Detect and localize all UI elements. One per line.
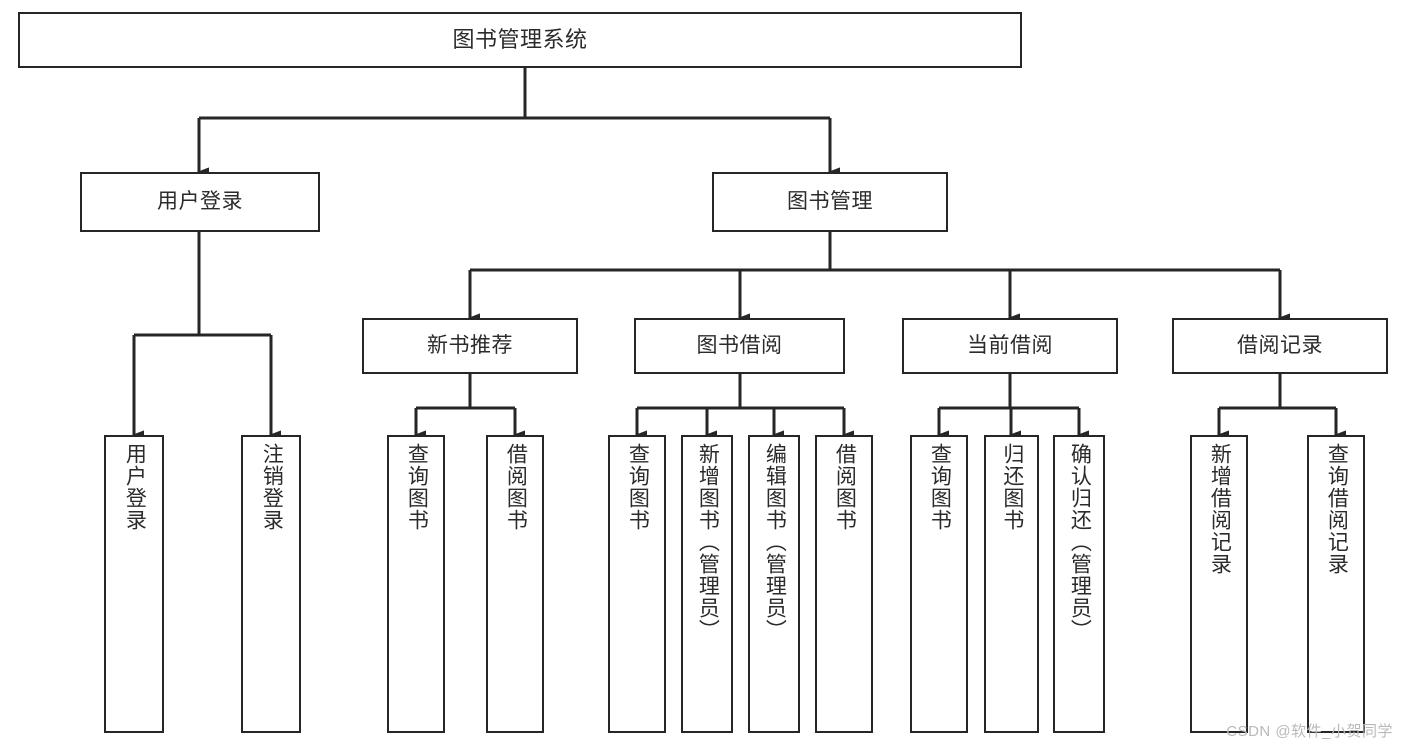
- leaf-node-6: 编辑图书（管理员）: [748, 435, 800, 733]
- node-label: 新书推荐: [427, 333, 513, 357]
- leaf-node-2: 查询图书: [387, 435, 445, 733]
- level3-node-0: 新书推荐: [362, 318, 578, 374]
- leaf-node-8: 查询图书: [910, 435, 968, 733]
- node-label: 查询图书: [626, 443, 650, 531]
- node-label: 借阅图书: [833, 443, 857, 531]
- node-label: 图书借阅: [696, 333, 783, 357]
- node-label: 用户登录: [123, 443, 147, 531]
- connector-lines: [132, 68, 1346, 440]
- leaf-node-3: 借阅图书: [486, 435, 544, 733]
- node-label: 编辑图书（管理员）: [763, 443, 787, 641]
- leaf-node-9: 归还图书: [984, 435, 1039, 733]
- node-label: 新增借阅记录: [1208, 443, 1232, 575]
- level3-node-3: 借阅记录: [1172, 318, 1388, 374]
- node-label: 确认归还（管理员）: [1068, 443, 1092, 641]
- node-label: 注销登录: [260, 443, 284, 531]
- leaf-node-11: 新增借阅记录: [1190, 435, 1248, 733]
- leaf-node-10: 确认归还（管理员）: [1053, 435, 1105, 733]
- leaf-node-1: 注销登录: [241, 435, 301, 733]
- node-label: 借阅记录: [1237, 333, 1323, 357]
- node-label: 用户登录: [157, 189, 243, 213]
- node-label: 图书管理: [787, 189, 873, 213]
- node-label: 查询图书: [928, 443, 952, 531]
- leaf-node-7: 借阅图书: [815, 435, 873, 733]
- leaf-node-0: 用户登录: [104, 435, 164, 733]
- level2-node-0: 用户登录: [80, 172, 320, 232]
- node-label: 借阅图书: [504, 443, 528, 531]
- level3-node-1: 图书借阅: [634, 318, 845, 374]
- level2-node-1: 图书管理: [712, 172, 948, 232]
- node-label: 查询借阅记录: [1325, 443, 1349, 575]
- node-label: 当前借阅: [967, 333, 1053, 357]
- leaf-node-12: 查询借阅记录: [1307, 435, 1365, 733]
- level3-node-2: 当前借阅: [902, 318, 1118, 374]
- node-label: 图书管理系统: [452, 27, 588, 53]
- root-node-0: 图书管理系统: [18, 12, 1022, 68]
- leaf-node-5: 新增图书（管理员）: [681, 435, 733, 733]
- node-label: 归还图书: [1000, 443, 1024, 531]
- node-label: 新增图书（管理员）: [696, 443, 720, 641]
- node-label: 查询图书: [405, 443, 429, 531]
- leaf-node-4: 查询图书: [608, 435, 666, 733]
- csdn-watermark: CSDN @软件_小贺同学: [1226, 723, 1393, 740]
